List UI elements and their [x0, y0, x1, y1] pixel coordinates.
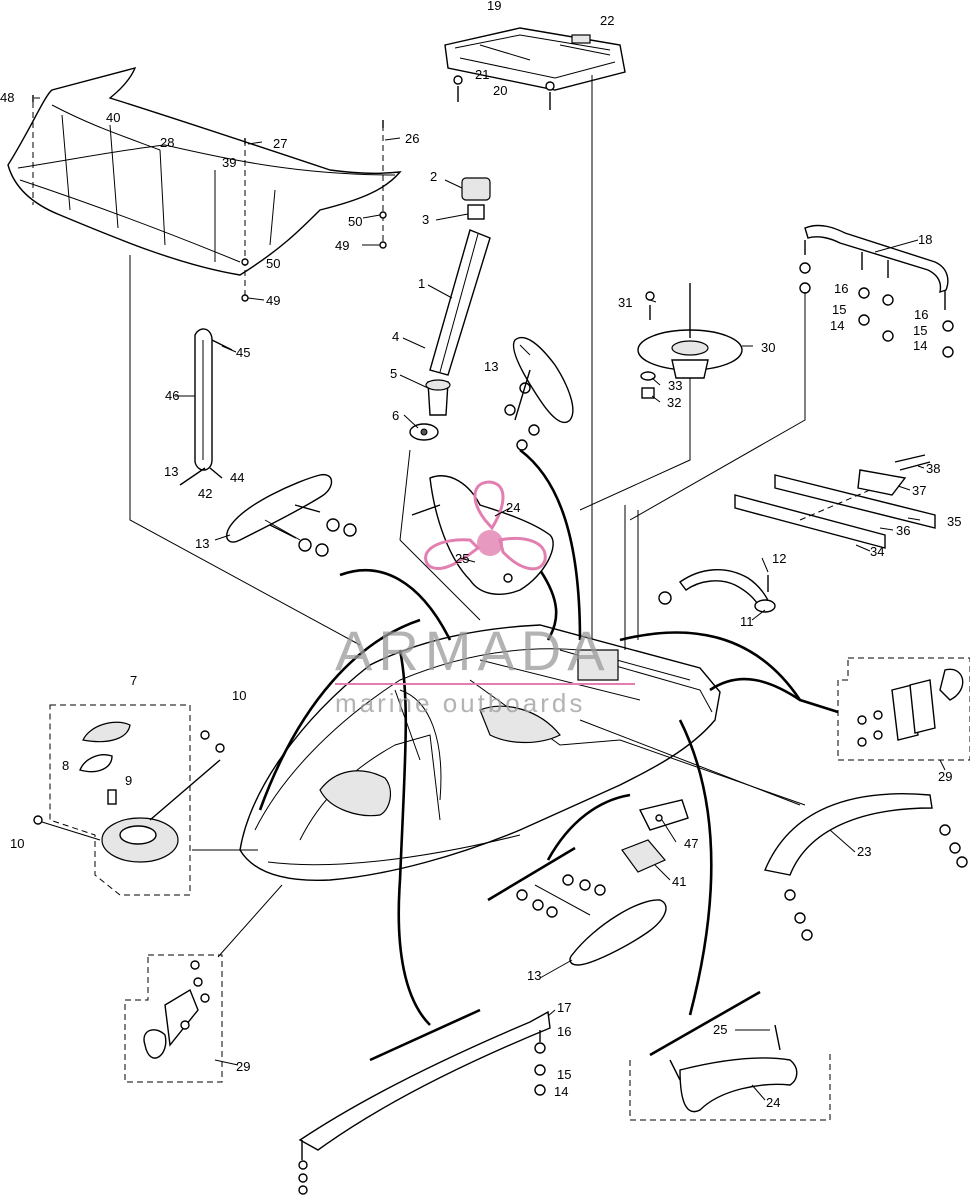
callout-12: 12 — [772, 551, 786, 566]
callout-33: 33 — [668, 378, 682, 393]
callout-35: 35 — [947, 514, 961, 529]
wiring-harness — [258, 448, 839, 1026]
callout-25-lower: 25 — [713, 1022, 727, 1037]
pad-41 — [621, 839, 666, 873]
callout-46: 46 — [165, 388, 179, 403]
callout-24-upper: 24 — [506, 500, 520, 515]
callout-10-left: 10 — [10, 836, 24, 851]
callout-13-left: 13 — [195, 536, 209, 551]
rub-rail-17 — [298, 1008, 551, 1195]
callout-49-right: 49 — [335, 238, 349, 253]
callout-labels: 2 3 1 4 5 6 7 8 9 10 10 11 12 13 13 13 1… — [0, 0, 961, 1110]
cleat-lower — [487, 846, 667, 966]
pad-47 — [638, 799, 689, 831]
watermark-tagline: marine outboards — [335, 688, 585, 718]
detail-box-7 — [33, 704, 225, 896]
callout-16-rail-left: 16 — [834, 281, 848, 296]
callout-3: 3 — [422, 212, 429, 227]
callout-34: 34 — [870, 544, 884, 559]
battery-cable — [658, 569, 776, 613]
callout-11: 11 — [740, 614, 754, 629]
grab-handle — [179, 328, 233, 486]
callout-29-right: 29 — [938, 769, 952, 784]
callout-15-rail-left: 15 — [832, 302, 846, 317]
callout-14-rail-left: 14 — [830, 318, 844, 333]
callout-4: 4 — [392, 329, 399, 344]
callout-17: 17 — [557, 1000, 571, 1015]
callout-37: 37 — [912, 483, 926, 498]
steering-mount — [579, 283, 743, 511]
callout-26: 26 — [405, 131, 419, 146]
watermark: ARMADA marine outboards — [335, 480, 635, 718]
callout-47: 47 — [684, 836, 698, 851]
callout-14-lower: 14 — [554, 1084, 568, 1099]
callout-9: 9 — [125, 773, 132, 788]
propeller-logo — [424, 480, 547, 571]
callout-41: 41 — [672, 874, 686, 889]
callout-8: 8 — [62, 758, 69, 773]
callout-21: 21 — [475, 67, 489, 82]
callout-36: 36 — [896, 523, 910, 538]
callout-25-upper: 25 — [455, 551, 469, 566]
callout-32: 32 — [667, 395, 681, 410]
callout-16-rail-right: 16 — [914, 307, 928, 322]
callout-27: 27 — [273, 136, 287, 151]
callout-1: 1 — [418, 276, 425, 291]
steering-column — [409, 177, 491, 441]
callout-22: 22 — [600, 13, 614, 28]
callout-49-left: 49 — [266, 293, 280, 308]
callout-42: 42 — [198, 486, 212, 501]
callout-38: 38 — [926, 461, 940, 476]
top-bracket-assembly — [444, 27, 626, 640]
callout-50-right: 50 — [348, 214, 362, 229]
callout-2: 2 — [430, 169, 437, 184]
callout-15-lower: 15 — [557, 1067, 571, 1082]
lower-seat-24 — [629, 990, 831, 1121]
callout-29-left: 29 — [236, 1059, 250, 1074]
windshield — [7, 66, 402, 302]
seat-rails — [734, 454, 936, 549]
cleat-left — [226, 474, 357, 557]
callout-16-lower: 16 — [557, 1024, 571, 1039]
callout-14-rail-right: 14 — [913, 338, 927, 353]
callout-7: 7 — [130, 673, 137, 688]
callout-6: 6 — [392, 408, 399, 423]
bow-rail — [629, 224, 954, 521]
callout-18: 18 — [918, 232, 932, 247]
detail-box-29-right — [837, 657, 970, 761]
detail-box-29-left — [124, 954, 223, 1083]
callout-13-upper-right: 13 — [484, 359, 498, 374]
callout-15-rail-right: 15 — [913, 323, 927, 338]
callout-10-right: 10 — [232, 688, 246, 703]
callout-48: 48 — [0, 90, 14, 105]
callout-23: 23 — [857, 844, 871, 859]
callout-40: 40 — [106, 110, 120, 125]
callout-24-lower: 24 — [766, 1095, 780, 1110]
callout-leaders — [34, 97, 946, 1101]
callout-31: 31 — [618, 295, 632, 310]
callout-13-handle: 13 — [164, 464, 178, 479]
leader-lines — [129, 255, 806, 958]
cleat-right-upper — [504, 337, 574, 451]
callout-30: 30 — [761, 340, 775, 355]
rub-rail-23 — [764, 793, 968, 941]
watermark-brand: ARMADA — [335, 619, 611, 682]
callout-5: 5 — [390, 366, 397, 381]
callout-19: 19 — [487, 0, 501, 13]
callout-44: 44 — [230, 470, 244, 485]
callout-50-left: 50 — [266, 256, 280, 271]
callout-39: 39 — [222, 155, 236, 170]
callout-13-lower: 13 — [527, 968, 541, 983]
callout-28: 28 — [160, 135, 174, 150]
boat-hull — [239, 624, 721, 882]
callout-45: 45 — [236, 345, 250, 360]
callout-20: 20 — [493, 83, 507, 98]
